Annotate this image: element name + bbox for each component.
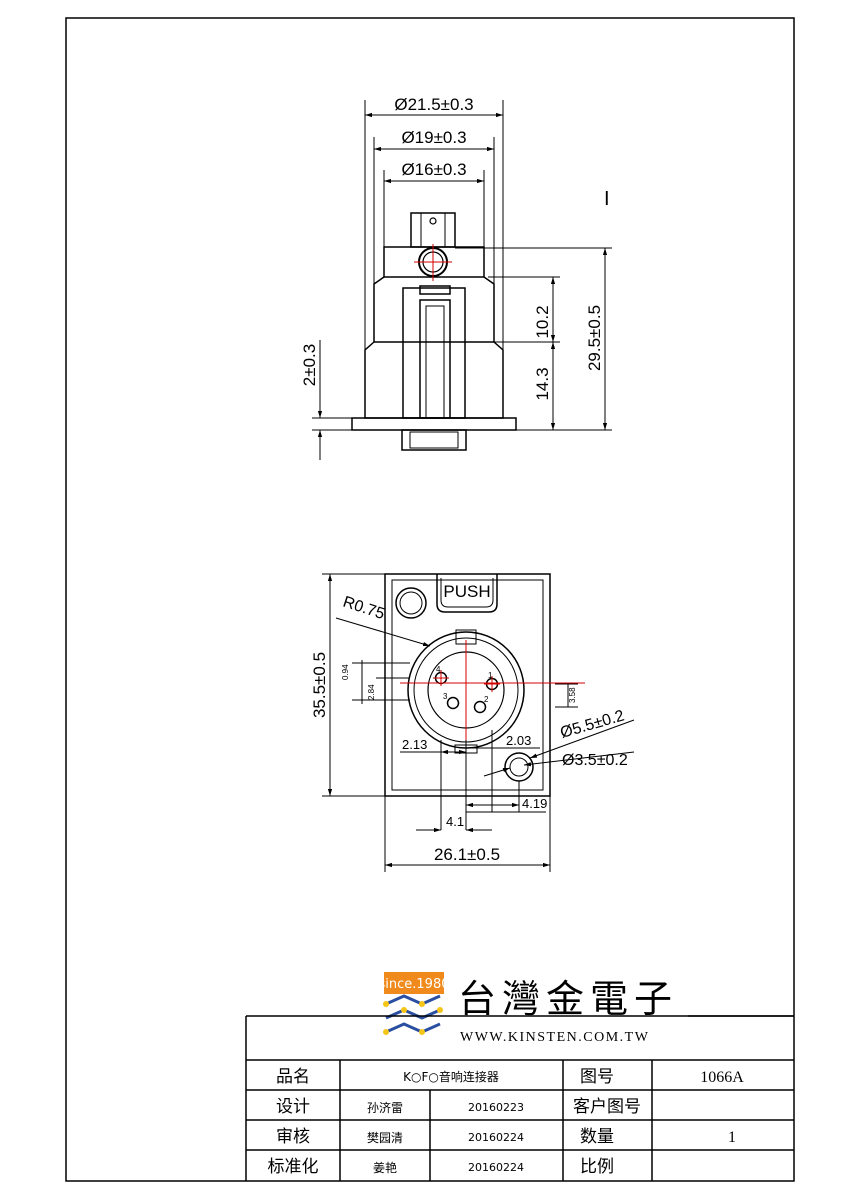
customer-no-label: 客户图号 <box>573 1097 641 1117</box>
side-view-dimension-lines <box>312 100 612 460</box>
logo-circuit-icon <box>385 994 441 1034</box>
dim-flange: 2±0.3 <box>300 344 319 386</box>
logo-dots <box>383 1001 443 1035</box>
dim-pin-small-1: 0.94 <box>341 664 350 680</box>
dim-total-height: 29.5±0.5 <box>585 305 604 371</box>
drawing-no-label: 图号 <box>580 1067 614 1087</box>
dim-pin-small-2: 2.84 <box>367 684 376 700</box>
dim-middle-diameter: Ø19±0.3 <box>401 128 466 147</box>
dim-pin-small-3: 3.58 <box>568 687 577 703</box>
dim-upper-height: 10.2 <box>533 305 552 338</box>
standard-label: 标准化 <box>268 1157 319 1177</box>
company-logo: since.1980 <box>379 972 450 1035</box>
side-view-label: I <box>604 188 610 210</box>
company-name: 台灣金電子 <box>458 977 678 1021</box>
dim-hole-small: Ø3.5±0.2 <box>562 752 628 769</box>
drawing-no-value: 1066A <box>700 1069 744 1086</box>
dim-pin-dx-right: 2.03 <box>506 733 531 748</box>
dim-radius: R0.75 <box>341 594 387 623</box>
pin-label-1: 1 <box>488 671 493 680</box>
dim-front-width: 26.1±0.5 <box>434 845 500 864</box>
dim-pin-dx-left: 2.13 <box>402 737 427 752</box>
review-name: 樊园清 <box>367 1131 403 1145</box>
standard-name: 姜艳 <box>373 1160 397 1175</box>
product-name-value: K○F○音响连接器 <box>403 1069 499 1084</box>
push-label: PUSH <box>443 582 490 601</box>
drawing-frame <box>65 17 795 1182</box>
product-name-label: 品名 <box>276 1067 310 1087</box>
pin-label-3: 3 <box>443 692 448 701</box>
dim-lower-height: 14.3 <box>533 367 552 400</box>
logo-badge <box>384 972 444 994</box>
pin-label-2: 2 <box>484 695 489 704</box>
dim-hole-offset: 4.19 <box>522 796 547 811</box>
front-view-dimension-lines <box>322 573 635 872</box>
front-view <box>384 573 551 797</box>
quantity-value: 1 <box>728 1129 736 1146</box>
dim-inner-diameter: Ø16±0.3 <box>401 160 466 179</box>
dim-outer-diameter: Ø21.5±0.3 <box>394 95 473 114</box>
design-name: 孙济雷 <box>367 1100 403 1115</box>
side-view <box>351 212 517 451</box>
dim-hole-large: Ø5.5±0.2 <box>558 707 626 741</box>
logo-since: since.1980 <box>379 977 450 992</box>
pin-label-4: 4 <box>436 665 441 674</box>
review-date: 20160224 <box>468 1131 524 1144</box>
quantity-label: 数量 <box>580 1127 614 1147</box>
design-date: 20160223 <box>468 1101 524 1114</box>
dim-pin-pitch: 4.1 <box>446 814 464 829</box>
side-view-center-lines <box>414 244 452 281</box>
review-label: 审核 <box>276 1127 310 1147</box>
dim-front-height: 35.5±0.5 <box>310 652 329 718</box>
title-block-lines <box>245 1015 794 1181</box>
company-website: WWW.KINSTEN.COM.TW <box>460 1030 649 1045</box>
standard-date: 20160224 <box>468 1161 524 1174</box>
design-label: 设计 <box>276 1097 310 1117</box>
scale-label: 比例 <box>580 1157 614 1177</box>
